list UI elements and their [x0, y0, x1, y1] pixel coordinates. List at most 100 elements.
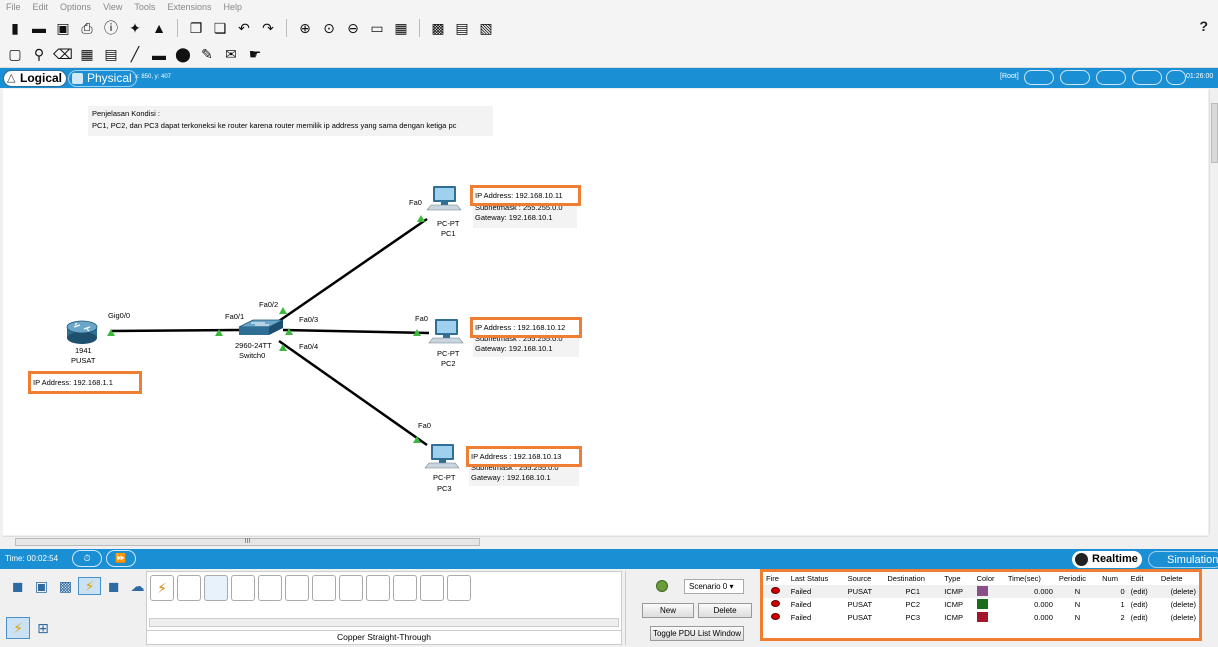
menu-edit[interactable]: Edit [32, 2, 49, 12]
ellipse-icon[interactable]: ⬤ [175, 46, 191, 62]
new-cluster-icon[interactable] [1096, 70, 1126, 85]
copy-icon[interactable]: ❐ [189, 19, 203, 36]
new-scenario-button[interactable]: New [642, 603, 694, 618]
explanation-note[interactable]: Penjelasan Kondisi : PC1, PC2, dan PC3 d… [88, 106, 493, 136]
info-icon[interactable]: ⓘ [104, 20, 118, 36]
cable-scrollbar[interactable] [149, 618, 619, 627]
router-ip-note[interactable]: IP Address: 192.168.1.1 [28, 371, 142, 394]
environment-icon[interactable]: ▤ [455, 19, 469, 36]
router-icon[interactable] [66, 320, 98, 344]
help-button[interactable]: ? [1199, 18, 1208, 34]
new-file-icon[interactable]: ▮ [11, 19, 19, 36]
table-row[interactable]: Failed PUSAT PC1 ICMP 0.000 N 0 (edit) (… [763, 585, 1199, 598]
console-cable-icon[interactable] [177, 575, 201, 601]
components-icon[interactable]: ▩ [58, 577, 73, 594]
phone-cable-icon[interactable] [285, 575, 309, 601]
tab-logical[interactable]: △ Logical [3, 70, 68, 87]
delete-icon[interactable]: ⌫ [53, 46, 73, 62]
vertical-scrollbar[interactable] [1209, 89, 1218, 535]
iot-cable-icon[interactable] [420, 575, 444, 601]
link-switch-pc1[interactable] [278, 217, 428, 323]
connections-icon[interactable]: ⚡ [78, 577, 101, 595]
pc3-ip-note[interactable]: IP Address : 192.168.10.13 [466, 446, 582, 467]
network-devices-icon[interactable]: ◼ [11, 577, 24, 594]
misc-icon[interactable]: ◼ [107, 577, 120, 594]
print-icon[interactable]: ⎙ [81, 19, 93, 36]
edit-link[interactable]: (edit) [1130, 600, 1148, 609]
zoom-in-icon[interactable]: ⊕ [299, 19, 311, 36]
toggle-pdu-list-button[interactable]: Toggle PDU List Window [650, 626, 744, 641]
fire-icon[interactable] [770, 613, 780, 620]
select-icon[interactable]: ▢ [8, 46, 22, 62]
inspect-icon[interactable]: ⚲ [33, 46, 45, 62]
delete-link[interactable]: (delete) [1170, 600, 1196, 609]
screenshot-icon[interactable]: ▧ [479, 19, 493, 36]
logical-workspace[interactable]: Penjelasan Kondisi : PC1, PC2, dan PC3 d… [3, 89, 1208, 535]
zoom-out-icon[interactable]: ⊖ [347, 19, 359, 36]
auto-cable-icon[interactable]: ⚡ [150, 575, 174, 601]
scenario-select[interactable]: Scenario 0 ▾ [684, 579, 744, 594]
pc1-icon[interactable] [426, 186, 462, 211]
pc2-ip-note[interactable]: IP Address : 192.168.10.12 [470, 317, 582, 338]
zoom-reset-icon[interactable]: ⊙ [323, 19, 335, 36]
pc2-icon[interactable] [428, 319, 464, 344]
menu-options[interactable]: Options [60, 2, 92, 12]
usb-cable-icon[interactable] [447, 575, 471, 601]
table-row[interactable]: Failed PUSAT PC3 ICMP 0.000 N 2 (edit) (… [763, 611, 1199, 624]
paste-icon[interactable]: ❏ [213, 19, 227, 36]
pc1-ip-note[interactable]: IP Address: 192.168.10.11 [470, 185, 581, 206]
end-devices-icon[interactable]: ▣ [34, 577, 49, 594]
clusters-icon[interactable]: ▩ [431, 19, 445, 36]
line-icon[interactable]: ╱ [130, 46, 140, 62]
power-cycle-button[interactable]: ⏱ [72, 550, 102, 567]
rectangle-icon[interactable]: ▬ [152, 46, 166, 63]
back-button[interactable] [1024, 70, 1054, 85]
network-info-icon[interactable]: ▲ [152, 20, 166, 36]
move-object-icon[interactable] [1132, 70, 1162, 85]
complex-pdu-icon[interactable]: ☛ [248, 46, 262, 62]
serial-dce-cable-icon[interactable] [339, 575, 363, 601]
fire-icon[interactable] [770, 587, 780, 594]
custom-device-icon[interactable]: ▦ [394, 19, 408, 36]
tab-physical[interactable]: Physical [68, 70, 137, 87]
table-row[interactable]: Failed PUSAT PC2 ICMP 0.000 N 1 (edit) (… [763, 598, 1199, 611]
coaxial-cable-icon[interactable] [312, 575, 336, 601]
freeform-icon[interactable]: ✎ [201, 46, 213, 62]
menu-file[interactable]: File [6, 2, 21, 12]
octal-cable-icon[interactable] [393, 575, 417, 601]
link-switch-pc3[interactable] [278, 339, 428, 447]
drawing-palette-icon[interactable]: ▭ [370, 19, 384, 36]
tab-simulation[interactable]: Simulation [1148, 551, 1218, 568]
menu-help[interactable]: Help [223, 2, 242, 12]
menu-tools[interactable]: Tools [134, 2, 156, 12]
switch-icon[interactable] [238, 319, 284, 335]
delete-link[interactable]: (delete) [1170, 587, 1196, 596]
fire-icon[interactable] [770, 600, 780, 607]
note-icon[interactable]: ▤ [104, 46, 118, 62]
horizontal-scrollbar[interactable]: III [3, 536, 1208, 546]
delete-scenario-button[interactable]: Delete [698, 603, 752, 618]
viewport-icon[interactable] [1166, 70, 1186, 85]
grid-icon[interactable]: ⊞ [37, 619, 49, 636]
tab-realtime[interactable]: Realtime [1072, 551, 1142, 568]
fast-forward-button[interactable]: ⏩ [106, 550, 136, 567]
menu-view[interactable]: View [103, 2, 123, 12]
straight-through-cable-icon[interactable] [204, 575, 228, 601]
resize-icon[interactable]: ▦ [80, 46, 94, 62]
redo-icon[interactable]: ↷ [262, 19, 274, 36]
multiuser-icon[interactable]: ☁ [130, 577, 145, 594]
serial-dte-cable-icon[interactable] [366, 575, 390, 601]
fiber-cable-icon[interactable] [258, 575, 282, 601]
delete-link[interactable]: (delete) [1170, 613, 1196, 622]
vertical-scroll-thumb[interactable] [1211, 103, 1218, 163]
link-router-switch[interactable] [110, 328, 240, 333]
cluster-icon[interactable] [1060, 70, 1090, 85]
edit-link[interactable]: (edit) [1130, 587, 1148, 596]
undo-icon[interactable]: ↶ [238, 19, 250, 36]
simple-pdu-icon[interactable]: ✉ [225, 46, 237, 62]
save-icon[interactable]: ▣ [56, 19, 70, 36]
activity-wizard-icon[interactable]: ✦ [129, 19, 141, 36]
horizontal-scroll-thumb[interactable]: III [15, 538, 480, 546]
connections-subtype-icon[interactable]: ⚡ [6, 617, 30, 639]
open-folder-icon[interactable]: ▬ [32, 20, 46, 36]
